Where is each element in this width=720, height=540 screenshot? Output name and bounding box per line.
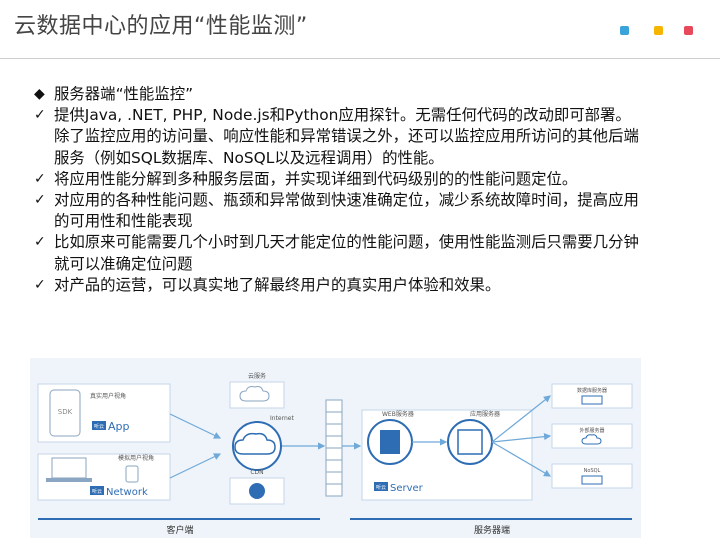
network-brand: 听云 bbox=[92, 488, 102, 495]
server-side-label: 服务器端 bbox=[474, 524, 510, 536]
real-user-label: 真实用户视角 bbox=[90, 392, 126, 400]
tablet-icon bbox=[125, 465, 139, 483]
nosql-icon bbox=[581, 475, 603, 485]
network-panel: 模拟用户视角 听云 Network bbox=[37, 453, 171, 501]
backend-panel: 数据库服务器 外部服务器 NoSQL bbox=[551, 383, 633, 489]
server-panel: WEB服务器 应用服务器 听云 Server bbox=[361, 409, 533, 501]
network-product: Network bbox=[106, 487, 148, 498]
server-brand: 听云 bbox=[376, 484, 386, 491]
internet-label: Internet bbox=[270, 415, 294, 422]
client-side-label: 客户端 bbox=[166, 524, 193, 536]
checkmark-icon: ✓ bbox=[34, 170, 46, 187]
diamond-bullet-icon: ◆ bbox=[34, 86, 45, 102]
cloud-service-label: 云服务 bbox=[248, 372, 266, 380]
app-server-icon bbox=[457, 429, 483, 455]
external-cloud-icon bbox=[581, 434, 602, 445]
database-icon bbox=[581, 395, 603, 405]
web-server-icon bbox=[380, 430, 400, 454]
firewall-icon bbox=[325, 399, 343, 497]
page-title: 云数据中心的应用“性能监测” bbox=[14, 14, 308, 39]
list-item: ✓ 提供Java, .NET, PHP, Node.js和Python应用探针。… bbox=[34, 105, 646, 169]
yellow-dot-icon bbox=[654, 26, 663, 35]
internet-cloud-icon bbox=[234, 432, 276, 455]
db-label: 数据库服务器 bbox=[577, 387, 607, 394]
architecture-diagram: SDK 真实用户视角 听云 App 模拟用户视角 听云 Network 云服务 … bbox=[30, 358, 641, 538]
nosql-label: NoSQL bbox=[584, 468, 601, 474]
bullet-text: 将应用性能分解到多种服务层面，并实现详细到代码级别的的性能问题定位。 bbox=[54, 169, 578, 188]
checkmark-icon: ✓ bbox=[34, 234, 46, 251]
globe-icon bbox=[249, 483, 265, 499]
list-item: ✓ 将应用性能分解到多种服务层面，并实现详细到代码级别的的性能问题定位。 bbox=[34, 169, 646, 190]
bullet-text: 对产品的运营，可以真实地了解最终用户的真实用户体验和效果。 bbox=[54, 275, 501, 294]
checkmark-icon: ✓ bbox=[34, 192, 46, 209]
checkmark-icon: ✓ bbox=[34, 107, 46, 124]
bullet-text: 对应用的各种性能问题、瓶颈和异常做到快速准确定位，减少系统故障时间，提高应用的可… bbox=[54, 191, 639, 231]
bullet-text: 比如原来可能需要几个小时到几天才能定位的性能问题，使用性能监测后只需要几分钟就可… bbox=[54, 233, 639, 273]
internet-cluster: 云服务 Internet CDN bbox=[229, 372, 294, 505]
server-product: Server bbox=[390, 483, 424, 494]
list-item: ✓ 对产品的运营，可以真实地了解最终用户的真实用户体验和效果。 bbox=[34, 275, 646, 296]
network-user-label: 模拟用户视角 bbox=[118, 454, 154, 462]
cdn-label: CDN bbox=[250, 469, 263, 476]
cloud-icon bbox=[239, 386, 270, 402]
header-divider bbox=[0, 58, 720, 59]
app-product: App bbox=[108, 420, 130, 433]
section-heading: 服务器端“性能监控” bbox=[54, 85, 194, 103]
heading-row: ◆ 服务器端“性能监控” bbox=[34, 84, 646, 105]
web-server-label: WEB服务器 bbox=[382, 410, 414, 418]
red-dot-icon bbox=[684, 26, 693, 35]
laptop-icon bbox=[51, 457, 87, 479]
sdk-label: SDK bbox=[58, 408, 73, 416]
list-item: ✓ 对应用的各种性能问题、瓶颈和异常做到快速准确定位，减少系统故障时间，提高应用… bbox=[34, 190, 646, 232]
ext-service-label: 外部服务器 bbox=[579, 427, 604, 434]
bullet-text: 提供Java, .NET, PHP, Node.js和Python应用探针。无需… bbox=[54, 106, 639, 167]
list-item: ✓ 比如原来可能需要几个小时到几天才能定位的性能问题，使用性能监测后只需要几分钟… bbox=[34, 232, 646, 274]
checkmark-icon: ✓ bbox=[34, 276, 46, 293]
phone-icon bbox=[49, 389, 81, 437]
app-server-label: 应用服务器 bbox=[470, 410, 500, 418]
bullet-list: ◆ 服务器端“性能监控” ✓ 提供Java, .NET, PHP, Node.j… bbox=[34, 84, 646, 296]
blue-dot-icon bbox=[620, 26, 629, 35]
app-brand: 听云 bbox=[94, 423, 104, 430]
real-user-panel: SDK 真实用户视角 听云 App bbox=[37, 383, 171, 443]
